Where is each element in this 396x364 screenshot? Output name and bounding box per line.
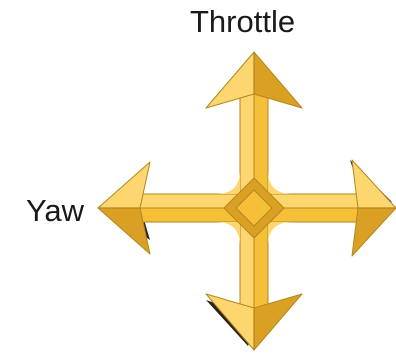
right-arrowhead	[352, 160, 396, 256]
center-hub	[224, 178, 284, 238]
right-arrowhead-top-face	[352, 160, 396, 208]
fillet-bottom-right	[268, 222, 292, 246]
right-arrowhead-bottom-face	[352, 208, 396, 256]
fillet-top-left	[216, 170, 240, 194]
fillet-bottom-left	[216, 222, 240, 246]
fillet-top-right	[268, 170, 292, 194]
